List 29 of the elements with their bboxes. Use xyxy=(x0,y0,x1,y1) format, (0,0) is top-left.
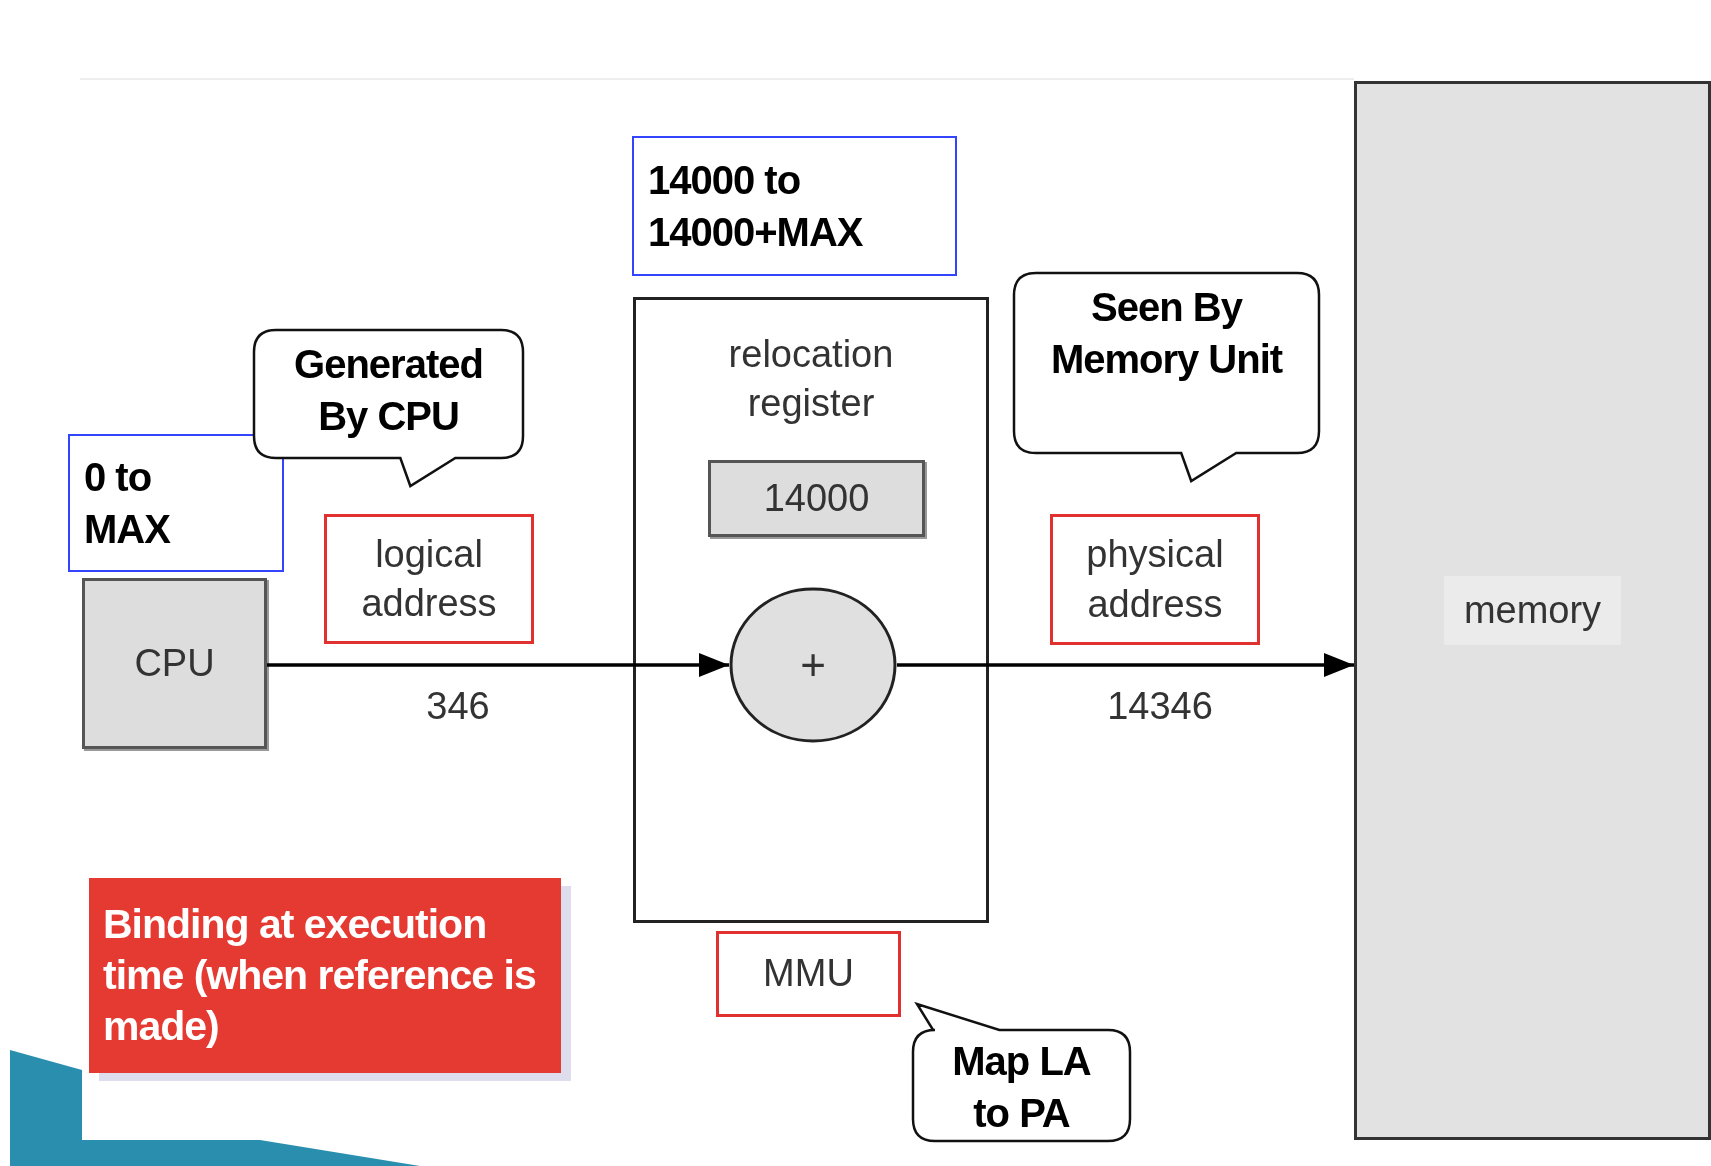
node-label: relocation register xyxy=(727,332,895,427)
callout-text: Binding at execution time (when reference is made) xyxy=(103,899,537,1052)
arrow xyxy=(267,653,729,677)
callout-text: Seen By Memory Unit xyxy=(1049,284,1284,383)
speech-bubble xyxy=(911,1002,1132,1143)
memory-box xyxy=(1354,81,1711,1140)
node-label: memory xyxy=(1443,575,1622,646)
node-label: physical address xyxy=(1085,532,1225,627)
speech-bubble xyxy=(252,328,525,488)
cpu-box xyxy=(82,578,267,749)
register-box xyxy=(708,460,925,537)
node-label: MMU xyxy=(763,951,854,997)
callout-text: 0 to MAX xyxy=(84,454,172,553)
range-box xyxy=(632,136,957,276)
mmu-box xyxy=(633,297,989,923)
speech-bubble xyxy=(1012,271,1321,483)
node-label: 14000 xyxy=(763,475,870,521)
callout-text: 14000 to 14000+MAX xyxy=(648,157,864,256)
node-label: CPU xyxy=(134,640,215,686)
arrow xyxy=(897,653,1354,677)
callout-text: Map LA to PA xyxy=(951,1038,1092,1137)
callout-text: Generated By CPU xyxy=(293,341,484,440)
plus-sign: + xyxy=(800,639,826,692)
address-box xyxy=(324,514,534,644)
range-box xyxy=(68,434,284,572)
address-box xyxy=(716,931,901,1017)
node-label: logical address xyxy=(360,531,498,626)
adder-circle xyxy=(729,587,897,743)
address-box xyxy=(1050,514,1260,645)
